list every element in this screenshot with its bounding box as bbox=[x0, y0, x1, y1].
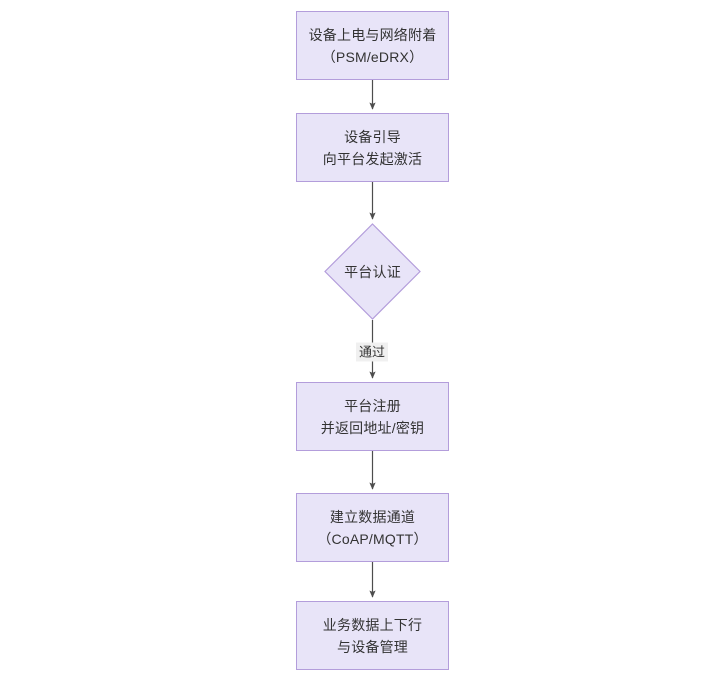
node-label-line: （CoAP/MQTT） bbox=[317, 530, 428, 547]
node-device-power-on[interactable]: 设备上电与网络附着 （PSM/eDRX） bbox=[296, 11, 449, 80]
node-label-line: 与设备管理 bbox=[337, 638, 408, 655]
node-label-line: 向平台发起激活 bbox=[322, 150, 423, 167]
node-label-line: 并返回地址/密钥 bbox=[320, 419, 425, 436]
node-platform-registration[interactable]: 平台注册 并返回地址/密钥 bbox=[296, 382, 449, 451]
node-label-line: 设备上电与网络附着 bbox=[308, 26, 437, 43]
node-business-data-and-device-management[interactable]: 业务数据上下行 与设备管理 bbox=[296, 601, 449, 670]
node-platform-authentication[interactable]: 平台认证 bbox=[324, 223, 421, 320]
edge-label-pass: 通过 bbox=[355, 342, 389, 362]
node-device-bootstrap[interactable]: 设备引导 向平台发起激活 bbox=[296, 113, 449, 182]
node-label-line: 设备引导 bbox=[344, 128, 401, 145]
node-label-line: （PSM/eDRX） bbox=[321, 48, 424, 65]
node-label-line: 平台注册 bbox=[344, 397, 401, 414]
node-label-line: 平台认证 bbox=[344, 263, 401, 280]
node-label-line: 建立数据通道 bbox=[329, 508, 416, 525]
diamond-shape-icon bbox=[324, 223, 421, 320]
node-label-line: 业务数据上下行 bbox=[322, 616, 423, 633]
node-establish-data-channel[interactable]: 建立数据通道 （CoAP/MQTT） bbox=[296, 493, 449, 562]
